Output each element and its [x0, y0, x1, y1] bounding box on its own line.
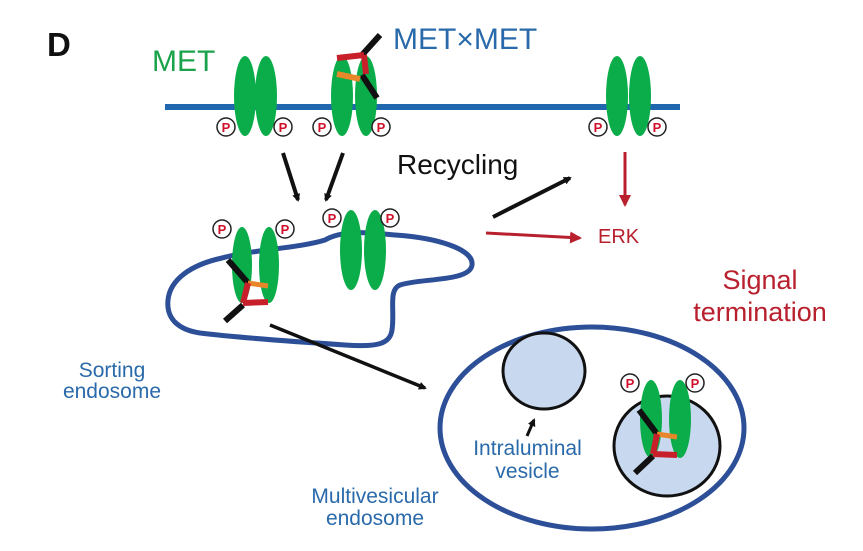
internalization-arrow [281, 152, 300, 202]
phospho-badge: P [275, 219, 295, 239]
recycling-arrow [492, 176, 572, 219]
met-dimer-endosome-bound: P P [212, 219, 295, 324]
intraluminal-vesicle-with-receptor [612, 394, 722, 498]
intraluminal-vesicle [501, 331, 587, 411]
phospho-badge: P [371, 117, 391, 137]
met-receptor [331, 56, 353, 136]
signal-termination-label: Signal termination [670, 264, 850, 328]
signal-termination-line1: Signal [722, 265, 798, 295]
phospho-label: P [377, 120, 386, 135]
metxmet-antibody [336, 32, 383, 100]
met-dimer-antibody-bound: P P [312, 32, 391, 137]
metxmet-antibody [223, 258, 269, 324]
phospho-badge: P [312, 117, 332, 137]
endosome-to-erk-arrow [485, 231, 582, 244]
phospho-label: P [653, 120, 662, 135]
met-dimer-recycled: P P [588, 56, 667, 137]
intraluminal-vesicle-arrow [525, 418, 536, 437]
multivesicular-endosome-line2: endosome [325, 507, 425, 530]
met-receptor [364, 210, 386, 290]
phospho-badge: P [588, 117, 608, 137]
met-receptor [340, 210, 362, 290]
phospho-badge: P [273, 117, 293, 137]
intraluminal-vesicle-label: Intraluminal vesicle [450, 437, 605, 483]
metxmet-label: MET×MET [393, 23, 538, 56]
sorting-endosome-label: Sorting endosome [42, 360, 182, 402]
met-dimer-surface: P P [216, 56, 293, 137]
phospho-badge: P [216, 117, 236, 137]
intraluminal-vesicle-line2: vesicle [495, 460, 560, 483]
phospho-label: P [279, 120, 288, 135]
met-receptor [234, 56, 256, 136]
phospho-label: P [318, 120, 327, 135]
met-label: MET [152, 45, 216, 78]
phospho-badge: P [620, 373, 640, 393]
phospho-label: P [218, 222, 227, 237]
multivesicular-endosome-label: Multivesicular endosome [285, 486, 465, 530]
panel-label: D [47, 26, 71, 63]
phospho-badge: P [380, 208, 400, 228]
sorting-endosome [165, 230, 475, 349]
multivesicular-endosome [437, 324, 747, 532]
phospho-badge: P [685, 373, 705, 393]
phospho-label: P [222, 120, 231, 135]
degradation-arrow [269, 323, 427, 390]
internalization-arrow [324, 152, 345, 202]
met-receptor [669, 380, 691, 458]
recycling-label: Recycling [397, 149, 519, 180]
met-receptor [606, 56, 628, 136]
metxmet-antibody [632, 408, 678, 476]
phospho-label: P [691, 376, 700, 391]
sorting-endosome-line1: Sorting [78, 359, 146, 382]
signal-termination-line2: termination [693, 297, 827, 327]
multivesicular-endosome-line1: Multivesicular [311, 485, 439, 508]
met-receptor [259, 227, 279, 303]
erk-label: ERK [598, 226, 640, 248]
phospho-label: P [626, 376, 635, 391]
met-receptor [255, 56, 277, 136]
met-dimer-endosome: P P [322, 208, 400, 290]
phospho-label: P [386, 211, 395, 226]
phospho-label: P [594, 120, 603, 135]
intraluminal-vesicle-line1: Intraluminal [473, 437, 582, 460]
phospho-label: P [281, 222, 290, 237]
sorting-endosome-line2: endosome [62, 380, 162, 403]
met-dimer-vesicle-bound: P P [620, 373, 705, 476]
met-receptor [629, 56, 651, 136]
phospho-badge: P [212, 219, 232, 239]
phospho-badge: P [322, 208, 342, 228]
phospho-label: P [328, 211, 337, 226]
phospho-badge: P [647, 117, 667, 137]
